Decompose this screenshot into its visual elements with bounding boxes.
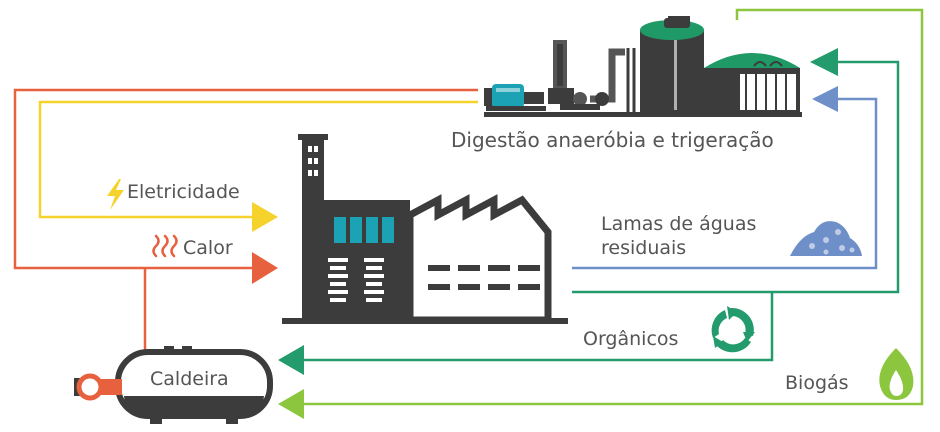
- biogas-flow: [278, 8, 924, 419]
- lamas-arrow: [812, 86, 838, 112]
- lamas-label-line2: residuais: [601, 237, 687, 259]
- organicos-arrow-caldeira: [278, 345, 304, 375]
- organicos-label: Orgânicos: [583, 328, 679, 350]
- heat-waves-icon: [152, 234, 178, 258]
- flame-icon: [879, 348, 914, 400]
- lamas-flow: [572, 86, 878, 270]
- calor-label: Calor: [183, 237, 233, 259]
- recycle-icon: [711, 306, 755, 353]
- sludge-pile-icon: [790, 221, 862, 256]
- biogas-label: Biogás: [785, 372, 849, 394]
- lightning-bolt-icon: [107, 179, 124, 210]
- digestao-label: Digestão anaeróbia e trigeração: [451, 128, 774, 152]
- eletricidade-flow: [38, 100, 478, 232]
- eletricidade-arrow: [252, 202, 278, 232]
- boiler-illustration: [74, 346, 273, 424]
- lamas-label-line1: Lamas de águas: [601, 213, 757, 235]
- factory-illustration: [282, 134, 568, 324]
- digestion-plant-illustration: [484, 16, 802, 117]
- caldeira-label: Caldeira: [150, 368, 229, 390]
- eletricidade-label: Eletricidade: [127, 181, 240, 203]
- lamas-label: Lamas de águas residuais: [601, 212, 756, 260]
- organicos-flow: [278, 48, 900, 375]
- calor-arrow: [252, 252, 278, 284]
- calor-flow: [13, 88, 478, 352]
- biogas-arrow: [278, 389, 304, 419]
- organicos-arrow-digestao: [810, 48, 838, 76]
